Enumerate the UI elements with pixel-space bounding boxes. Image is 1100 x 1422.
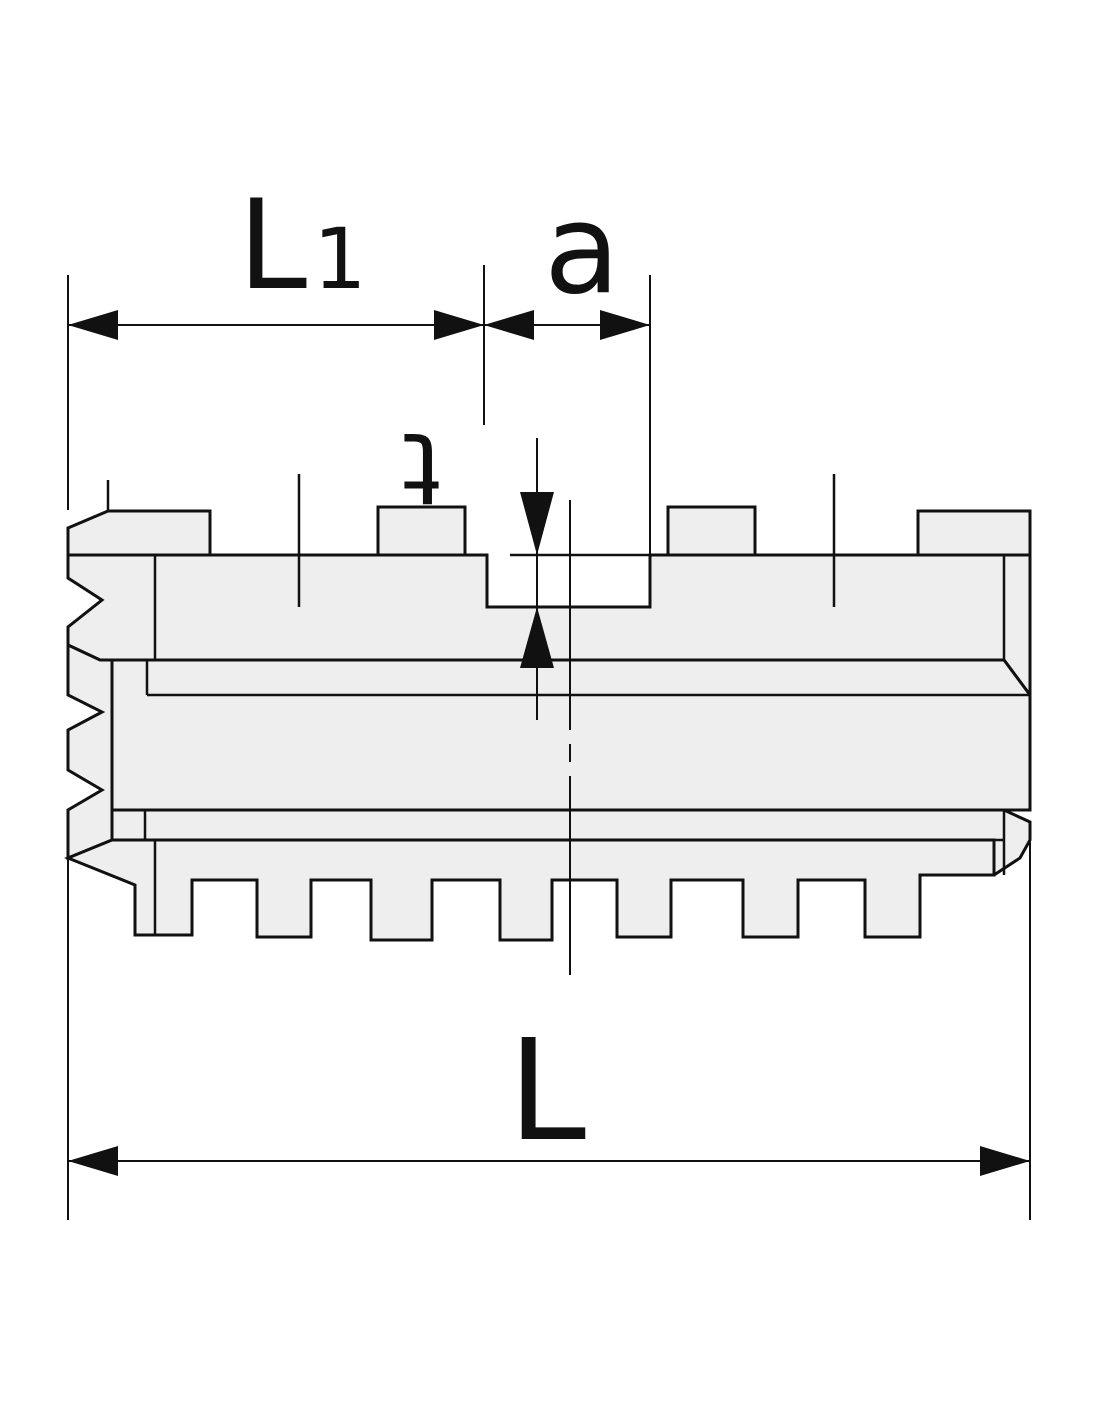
bottom-teeth (64, 838, 996, 942)
arrow-a-right (600, 310, 650, 340)
dimension-label-L1-main: L (238, 174, 308, 318)
left-serration (66, 642, 114, 861)
detail-lines (106, 474, 1030, 935)
top-tooth-3 (666, 505, 757, 557)
top-tooth-2 (376, 505, 467, 557)
top-tooth-right (916, 509, 1032, 557)
dimension-label-a: a (544, 178, 620, 322)
arrow-L-left (68, 1146, 118, 1176)
arrow-a-left (484, 310, 534, 340)
arrow-L1-right (434, 310, 484, 340)
dimension-label-L1: L1 (238, 184, 367, 308)
arrow-L-right (980, 1146, 1030, 1176)
arrow-t-up (520, 607, 554, 668)
dimension-label-t: t (402, 410, 442, 527)
dimension-label-L1-subscript: 1 (313, 210, 367, 308)
top-tooth-left (66, 509, 212, 557)
dimension-label-L: L (508, 1010, 586, 1173)
extension-lines (67, 265, 1031, 1220)
arrowheads (68, 310, 1030, 1176)
jaw-part (64, 505, 1032, 942)
arrow-L1-left (68, 310, 118, 340)
arrow-t-down (520, 492, 554, 555)
